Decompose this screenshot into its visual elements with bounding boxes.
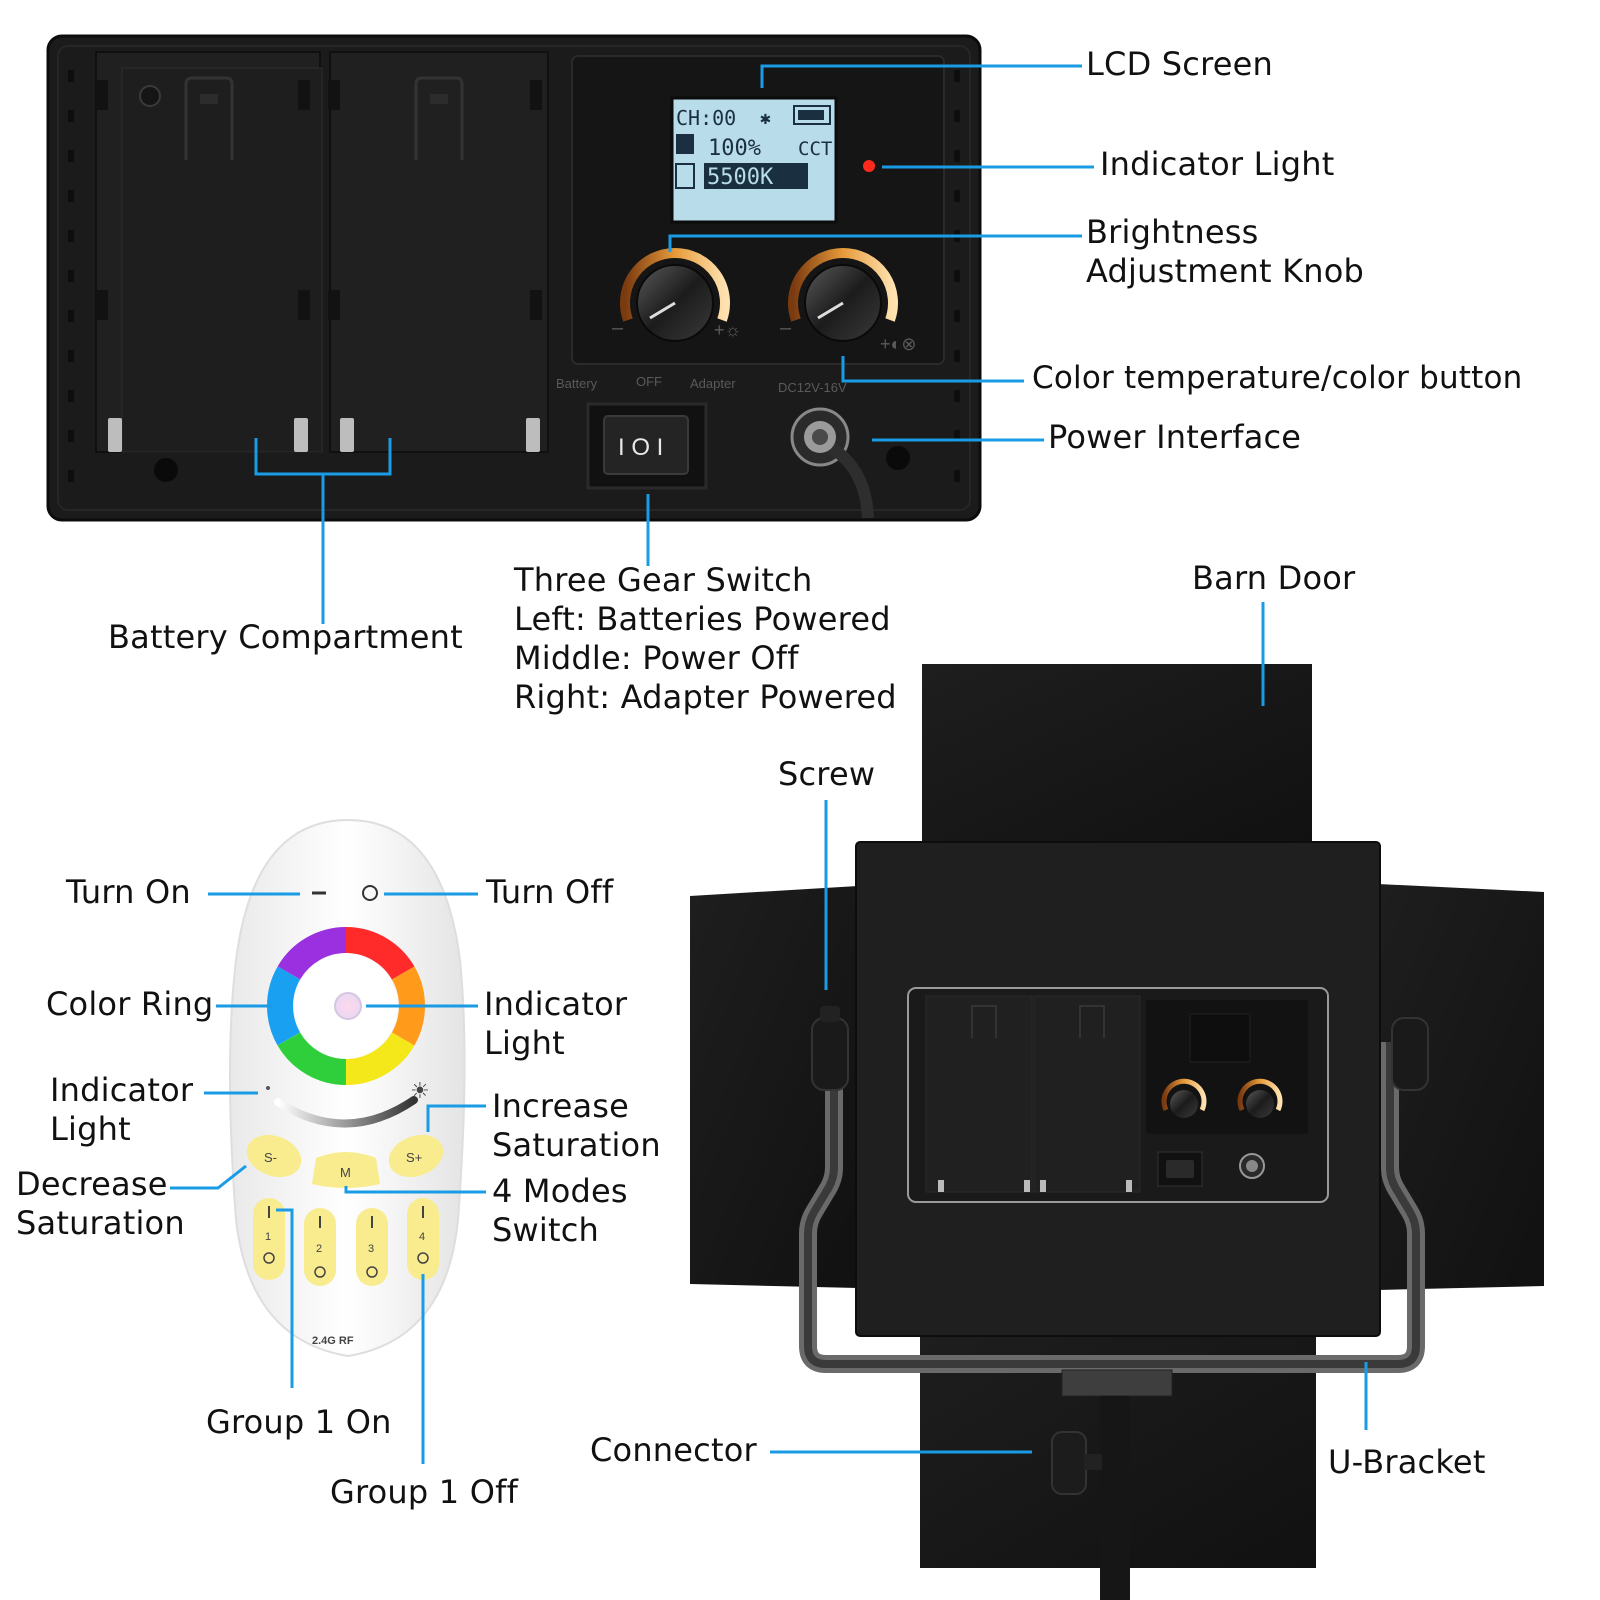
label-switch-middle: Middle: Power Off xyxy=(514,639,799,677)
group-button-2[interactable]: 2 xyxy=(304,1208,336,1286)
group-button-1[interactable]: 1 xyxy=(253,1198,285,1280)
label-decrease-line1: Decrease xyxy=(16,1165,168,1203)
brightness-knob: – +☼ xyxy=(612,248,741,342)
barn-door-left xyxy=(690,886,858,1288)
svg-text:☀: ☀ xyxy=(410,1078,430,1103)
svg-text:Adapter: Adapter xyxy=(690,376,736,391)
svg-text:S-: S- xyxy=(264,1150,277,1165)
label-connector: Connector xyxy=(590,1431,757,1469)
svg-text:–: – xyxy=(780,317,792,339)
s-minus-button[interactable]: S- xyxy=(241,1128,307,1185)
light-body xyxy=(855,841,1381,1337)
lcd-temperature: 5500K xyxy=(707,165,774,190)
label-indicator-light: Indicator Light xyxy=(1100,145,1335,183)
brightness-slider[interactable]: ☀ xyxy=(266,1078,430,1128)
label-remote-indicator-line1: Indicator xyxy=(484,985,628,1023)
label-screw: Screw xyxy=(778,755,876,793)
m-button[interactable]: M xyxy=(312,1152,380,1188)
svg-text:I O I: I O I xyxy=(618,434,663,461)
remote-off-button[interactable] xyxy=(362,885,378,901)
lcd-brightness: 100% xyxy=(708,136,761,161)
battery-slot-right xyxy=(328,51,549,453)
lcd-mode: CCT xyxy=(798,138,832,160)
label-brightness-line1: Brightness xyxy=(1086,213,1259,251)
lcd-channel: CH:00 xyxy=(676,106,736,130)
label-color-ring: Color Ring xyxy=(46,985,214,1023)
svg-text:S+: S+ xyxy=(406,1150,422,1165)
label-increase-line2: Saturation xyxy=(492,1126,661,1164)
stand-connector xyxy=(1051,1369,1173,1600)
label-group-1-off: Group 1 Off xyxy=(330,1473,519,1511)
callout-lines xyxy=(170,64,1368,1464)
svg-text:4: 4 xyxy=(419,1231,425,1243)
label-turn-on: Turn On xyxy=(66,873,191,911)
label-three-gear-switch: Three Gear Switch xyxy=(514,561,813,599)
lcd-screen: CH:00 ✱ 100% CCT 5500K xyxy=(670,96,838,224)
group-button-4[interactable]: 4 xyxy=(407,1198,439,1280)
svg-text:2: 2 xyxy=(316,1243,322,1255)
switch-markings: Battery OFF Adapter DC12V-16V xyxy=(556,374,847,395)
label-barn-door: Barn Door xyxy=(1192,559,1356,597)
label-left-indicator-line1: Indicator xyxy=(50,1071,194,1109)
group-button-3[interactable]: 3 xyxy=(356,1208,388,1286)
label-battery-compartment: Battery Compartment xyxy=(108,618,463,656)
three-gear-switch[interactable]: I O I xyxy=(586,402,708,490)
indicator-light-dot xyxy=(863,160,875,172)
label-modes-line2: Switch xyxy=(492,1211,599,1249)
label-color-temperature-button: Color temperature/color button xyxy=(1032,360,1523,396)
svg-text:1: 1 xyxy=(265,1231,271,1243)
barn-door-right xyxy=(1378,884,1544,1290)
label-decrease-line2: Saturation xyxy=(16,1204,185,1242)
svg-text:OFF: OFF xyxy=(636,374,662,389)
color-temperature-knob: – +◐⊗ xyxy=(780,248,916,354)
label-turn-off: Turn Off xyxy=(486,873,614,911)
screw-knobs xyxy=(811,1006,1429,1091)
remote-indicator-light xyxy=(334,992,362,1020)
power-interface-socket xyxy=(790,407,910,519)
svg-text:Battery: Battery xyxy=(556,376,598,391)
svg-text:✱: ✱ xyxy=(760,108,771,129)
s-plus-button[interactable]: S+ xyxy=(383,1128,449,1185)
label-u-bracket: U-Bracket xyxy=(1328,1443,1486,1481)
label-switch-right: Right: Adapter Powered xyxy=(514,678,897,716)
label-modes-line1: 4 Modes xyxy=(492,1172,628,1210)
svg-text:3: 3 xyxy=(368,1243,374,1255)
label-switch-left: Left: Batteries Powered xyxy=(514,600,891,638)
battery-slot-left xyxy=(95,51,323,482)
barn-door-top xyxy=(922,664,1312,842)
label-brightness-line2: Adjustment Knob xyxy=(1086,252,1365,290)
u-bracket-shape xyxy=(799,1042,1425,1373)
svg-text:+◐⊗: +◐⊗ xyxy=(880,334,916,354)
svg-text:–: – xyxy=(612,317,624,339)
svg-text:M: M xyxy=(340,1165,351,1180)
label-increase-line1: Increase xyxy=(492,1087,630,1125)
label-group-1-on: Group 1 On xyxy=(206,1403,392,1441)
svg-text:DC12V-16V: DC12V-16V xyxy=(778,380,847,395)
svg-text:+☼: +☼ xyxy=(714,320,741,340)
label-lcd-screen: LCD Screen xyxy=(1086,45,1273,83)
label-left-indicator-line2: Light xyxy=(50,1110,131,1148)
label-power-interface: Power Interface xyxy=(1048,418,1302,456)
label-remote-indicator-line2: Light xyxy=(484,1024,565,1062)
rf-label: 2.4G RF xyxy=(312,1335,354,1347)
